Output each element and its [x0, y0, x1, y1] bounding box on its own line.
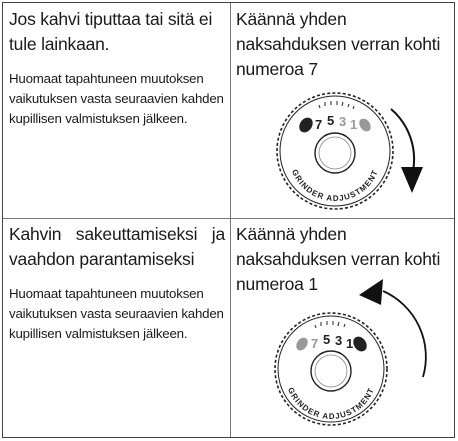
problem-cell-2: Kahvin sakeuttamiseksi ja vaahdon parant… [9, 222, 225, 344]
row-divider [3, 218, 454, 219]
action-text: Käännä yhden naksahduksen verran kohti n… [236, 224, 441, 294]
problem-note: Huomaat tapahtuneen muutoksen vaikutukse… [9, 286, 224, 341]
action-cell-2: Käännä yhden naksahduksen verran kohti n… [236, 222, 452, 297]
column-divider [230, 3, 231, 437]
coarse-bean-icon [296, 337, 308, 351]
counterclockwise-arrow-icon [359, 279, 427, 378]
action-text: Käännä yhden naksahduksen verran kohti n… [236, 9, 441, 79]
dial-number-3: 3 [335, 333, 342, 348]
grinder-dial: 7 5 3 1 GRINDER ADJUSTMENT [274, 312, 388, 426]
grinder-dial: 7 5 3 1 GRINDER ADJUSTMENT [276, 92, 394, 210]
action-cell-1: Käännä yhden naksahduksen verran kohti n… [236, 7, 452, 82]
dial-number-3: 3 [339, 114, 346, 129]
problem-note: Huomaat tapahtuneen muutoksen vaikutukse… [9, 71, 224, 126]
problem-title: Jos kahvi tiputtaa tai sitä ei tule lain… [9, 9, 213, 54]
problem-title: Kahvin sakeuttamiseksi ja vaahdon parant… [9, 224, 225, 269]
dial-number-5: 5 [327, 113, 334, 128]
coarse-bean-icon [299, 117, 313, 133]
dial-number-7: 7 [311, 336, 318, 351]
dial-number-5: 5 [323, 332, 330, 347]
dial-number-7: 7 [315, 117, 322, 132]
problem-cell-1: Jos kahvi tiputtaa tai sitä ei tule lain… [9, 7, 225, 129]
clockwise-arrow-icon [390, 108, 423, 193]
dial-number-1: 1 [346, 336, 353, 351]
dial-number-1: 1 [350, 117, 357, 132]
instruction-table: Jos kahvi tiputtaa tai sitä ei tule lain… [2, 2, 455, 438]
grinder-dial-illustration: 7 5 3 1 GRINDER ADJUSTMENT [274, 279, 427, 426]
fine-bean-icon [359, 118, 371, 132]
fine-bean-icon [353, 336, 367, 352]
grinder-dial-illustration: 7 5 3 1 GRINDER ADJUSTMENT [276, 92, 423, 210]
